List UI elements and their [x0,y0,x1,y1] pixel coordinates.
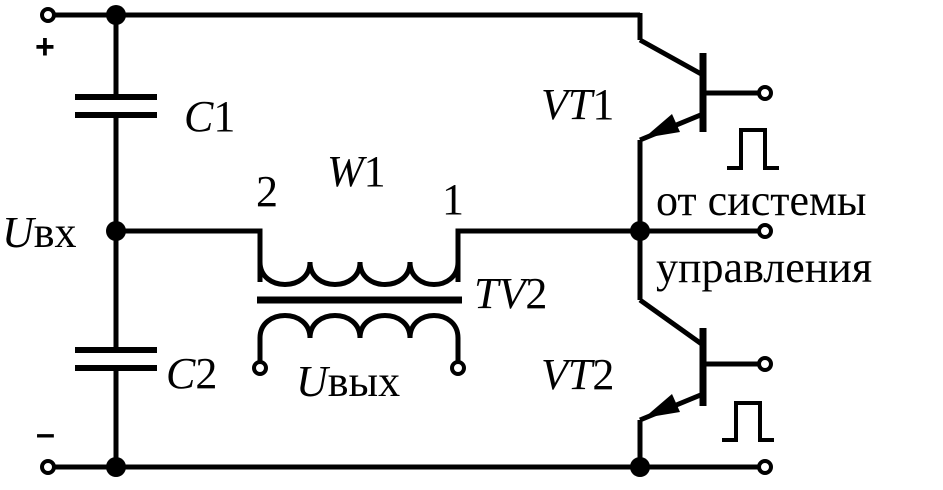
terminal-input-minus [40,459,56,475]
terminal-output-right [450,360,466,376]
vt1-collector [638,37,705,78]
vt1-control-pulse [727,128,779,170]
polarity-minus-label: – [36,415,55,453]
transformer-tv2 [257,261,462,365]
uin-symbol: U [2,208,37,257]
wire-mid-to-w1-start [116,228,263,282]
w1-label-index: 1 [364,147,386,196]
primary-winding-w1 [257,261,461,287]
c1-label-name: C [184,92,214,141]
polarity-plus-label: + [35,28,55,66]
junction-mid-left [106,221,126,241]
c2-label-index: 2 [195,349,217,398]
winding-pin-end-label: 1 [442,175,464,224]
junction-bottom-right [630,457,650,477]
vt2-emitter-arrow [644,394,680,418]
uout-symbol: U [296,357,331,406]
wires [48,12,765,470]
vt2-control-pulse [722,401,774,442]
junction-dots [106,5,650,477]
vt2-label: VT2 [541,350,614,399]
capacitor-c2 [75,347,157,371]
tv2-label: TV2 [474,269,547,318]
tv2-label-name: TV [474,269,530,318]
terminals [40,7,773,475]
capacitor-c1 [75,94,157,118]
transistor-vt2 [638,297,774,442]
vt2-collector [638,297,705,348]
junction-top-left [106,5,126,25]
transistor-vt1 [638,37,779,170]
vt1-label-name: VT [541,80,596,129]
terminal-input-plus [40,7,56,23]
w1-label-name: W [327,147,367,196]
terminal-output-left [252,360,268,376]
uin-subscript: вх [34,208,77,257]
junction-bottom-left [106,457,126,477]
uin-label: Uвх [2,208,77,257]
secondary-winding [257,313,461,365]
c2-label-name: C [166,349,196,398]
winding-pin-start-label: 2 [256,167,278,216]
control-label-line2: управления [656,243,872,292]
vt1-emitter-arrow [644,114,680,138]
terminal-midpoint [757,223,773,239]
junction-midpoint [630,221,650,241]
w1-label: W1 [327,147,386,196]
uout-label: Uвых [296,357,400,406]
c1-label: C1 [184,92,235,141]
c2-label: C2 [166,349,217,398]
control-label-line1: от системы [656,176,866,225]
vt2-label-index: 2 [592,350,614,399]
vt1-label-index: 1 [592,80,614,129]
uout-subscript: вых [328,357,400,406]
vt1-label: VT1 [541,80,614,129]
terminal-vt1-base [757,85,773,101]
c1-label-index: 1 [213,92,235,141]
tv2-label-index: 2 [525,269,547,318]
terminal-vt2-base [757,356,773,372]
vt2-label-name: VT [541,350,596,399]
terminal-bottom-right [757,459,773,475]
